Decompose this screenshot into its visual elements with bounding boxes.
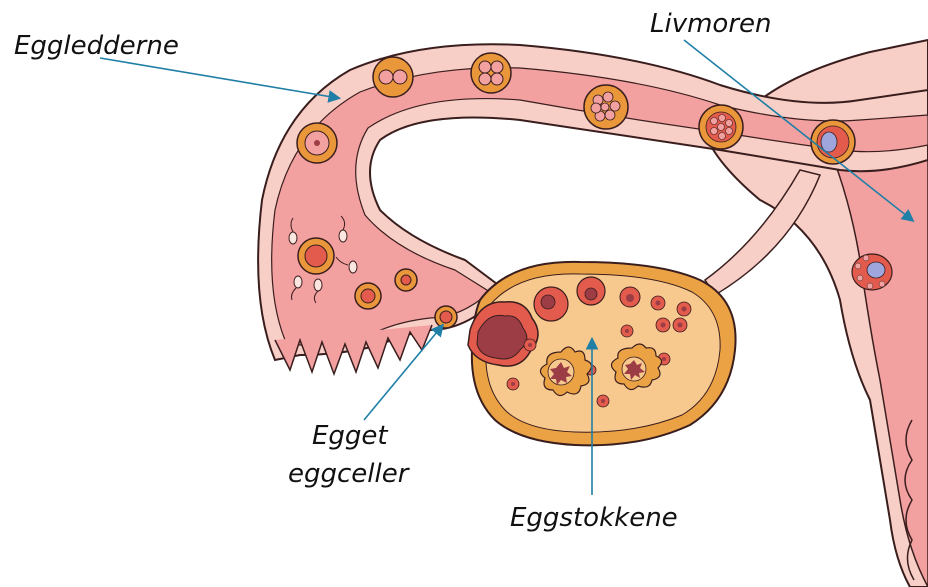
implanted-embryo <box>852 254 892 290</box>
egg-small <box>395 269 417 291</box>
label-egg-line1: Egget <box>312 421 388 451</box>
label-fallopian-tubes: Eggledderne <box>14 31 179 61</box>
egg-medium <box>355 283 381 309</box>
cell-8-cell <box>584 85 628 129</box>
follicle-large-2 <box>577 277 605 305</box>
cell-fertilized <box>297 123 337 163</box>
follicle-medium <box>620 287 640 307</box>
label-egg-line2: eggceller <box>288 459 411 489</box>
label-uterus: Livmoren <box>650 9 772 39</box>
label-ovaries: Eggstokkene <box>510 503 678 533</box>
follicle-large-1 <box>534 287 568 321</box>
cell-2-cell <box>373 57 413 97</box>
cell-4-cell <box>471 53 511 93</box>
egg-large <box>298 238 334 274</box>
cell-morula <box>699 105 743 149</box>
released-egg <box>435 306 457 328</box>
arrow-eggledderne <box>100 58 338 98</box>
ovary <box>468 262 736 445</box>
